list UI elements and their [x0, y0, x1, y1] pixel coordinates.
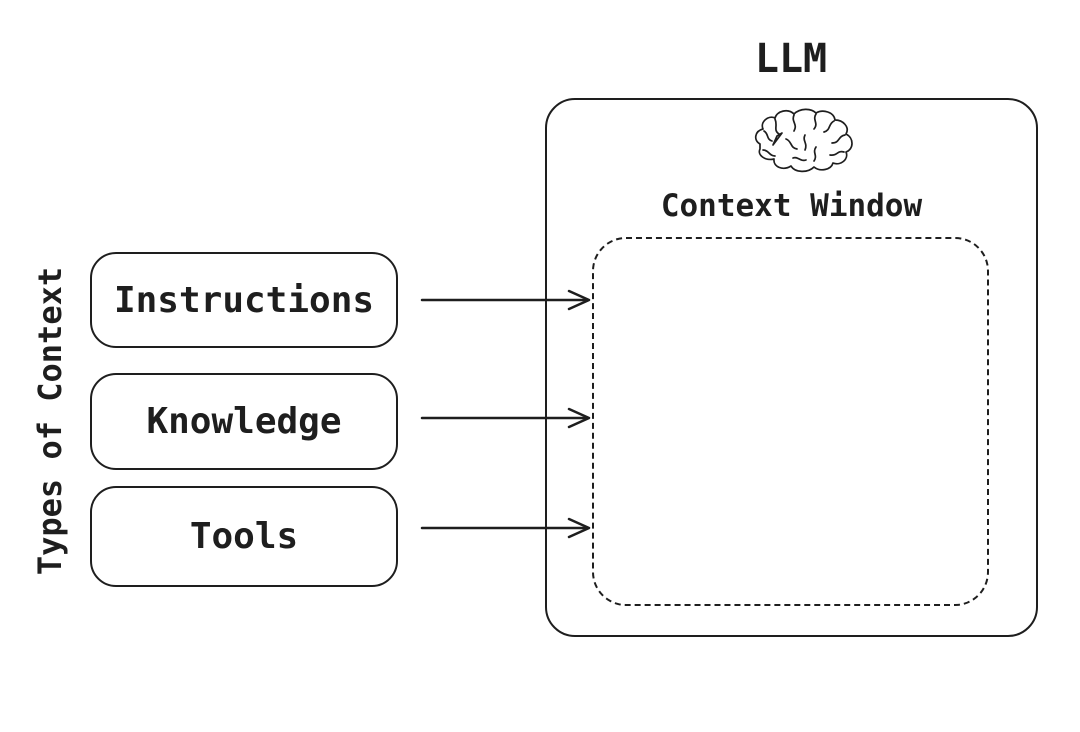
context-window-area — [592, 237, 989, 606]
instructions-box-label: Instructions — [113, 279, 375, 321]
context-window-label: Context Window — [660, 188, 923, 224]
types-of-context-label: Types of Context — [31, 266, 69, 576]
instructions-box: Instructions — [90, 252, 398, 348]
llm-title: LLM — [754, 36, 828, 82]
tools-box-label: Tools — [189, 516, 299, 557]
knowledge-box: Knowledge — [90, 373, 398, 470]
llm-box: Context Window — [545, 98, 1038, 637]
tools-box: Tools — [90, 486, 398, 587]
brain-icon — [754, 108, 853, 173]
knowledge-box-label: Knowledge — [146, 401, 342, 442]
